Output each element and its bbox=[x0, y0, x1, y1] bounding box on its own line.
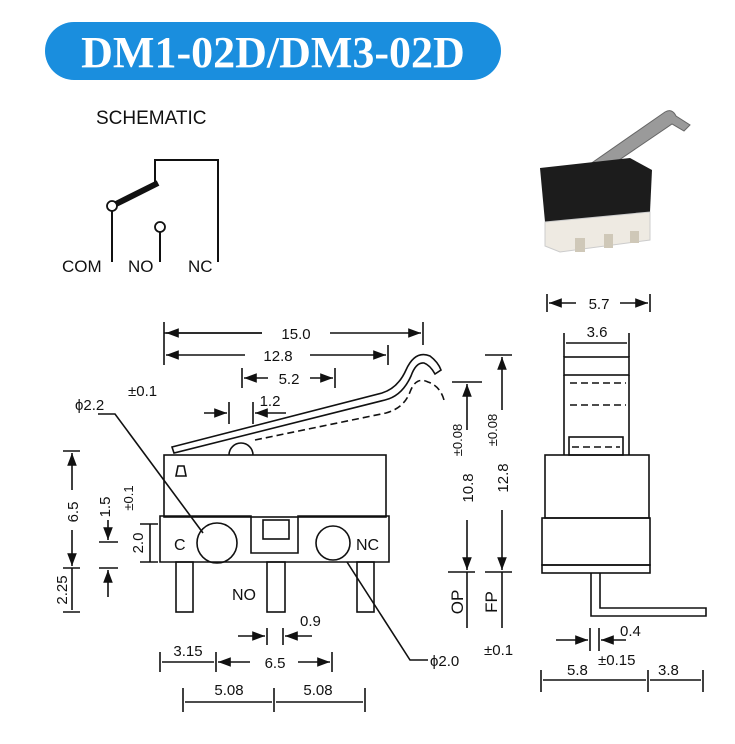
dim-hole-height: 2.0 bbox=[130, 533, 147, 554]
side-dimensions: 5.7 3.6 0.4 5.8 ±0.15 3.8 bbox=[540, 294, 704, 692]
pin-label-nc: NC bbox=[356, 537, 379, 554]
side-view bbox=[541, 356, 707, 617]
dim-hole-small-tol: ±0.1 bbox=[484, 642, 513, 659]
product-photo bbox=[540, 110, 691, 253]
dim-body-height: 6.5 bbox=[65, 502, 82, 523]
photo-pin bbox=[604, 234, 613, 248]
switch-body bbox=[163, 454, 387, 518]
dim-pin-thickness: 0.4 bbox=[620, 623, 641, 640]
dim-hole-height-tol: ±0.1 bbox=[121, 485, 136, 510]
dim-pin-offset: 5.8 bbox=[567, 662, 588, 679]
photo-body bbox=[540, 158, 652, 222]
dim-overall-length: 15.0 bbox=[281, 326, 310, 343]
dim-hole-spacing: 6.5 bbox=[265, 655, 286, 672]
front-view: C NO NC bbox=[159, 353, 445, 613]
side-body-lower bbox=[541, 517, 651, 566]
dim-roller-position: 5.2 bbox=[279, 371, 300, 388]
pin-nc bbox=[356, 561, 375, 613]
direction-mark bbox=[175, 465, 187, 477]
dim-hole-large: ϕ2.2 bbox=[75, 397, 104, 414]
roller bbox=[228, 442, 254, 456]
dim-op-tol: ±0.08 bbox=[450, 424, 465, 456]
dim-pin-offset-tol: ±0.15 bbox=[598, 652, 635, 669]
title-pill bbox=[45, 22, 501, 80]
pin-label-c: C bbox=[174, 537, 186, 554]
no-contact bbox=[154, 221, 166, 233]
pin-no bbox=[266, 561, 286, 613]
side-body-upper bbox=[544, 454, 650, 519]
dim-hole-edge: 3.15 bbox=[173, 643, 202, 660]
dim-plunger-width: 3.6 bbox=[587, 324, 608, 341]
mounting-hole-large bbox=[196, 522, 238, 564]
plunger-guide bbox=[568, 436, 624, 456]
com-contact bbox=[106, 200, 118, 212]
photo-pin bbox=[575, 238, 585, 252]
switch-arm bbox=[110, 180, 160, 209]
dim-fp-height: 12.8 bbox=[495, 463, 512, 492]
dim-op-height: 10.8 bbox=[460, 473, 477, 502]
dim-fp-tol: ±0.08 bbox=[485, 414, 500, 446]
dim-hole-offset: 1.5 bbox=[97, 497, 114, 518]
side-base-strip bbox=[541, 564, 651, 574]
schematic-label-nc: NC bbox=[188, 257, 213, 276]
dim-lever-length: 12.8 bbox=[263, 348, 292, 365]
nc-wire bbox=[154, 159, 219, 262]
schematic-label-no: NO bbox=[128, 257, 154, 276]
op-label: OP bbox=[448, 590, 467, 615]
dim-pin-length: 2.25 bbox=[54, 575, 71, 604]
product-title: DM1-02D/DM3-02D bbox=[81, 28, 465, 77]
dim-pin-bend: 3.8 bbox=[658, 662, 679, 679]
side-pin bbox=[590, 573, 707, 617]
mounting-hole-small bbox=[315, 525, 351, 561]
lever-travel-outline bbox=[254, 379, 445, 441]
dim-roller-offset: 1.2 bbox=[260, 393, 281, 410]
schematic-label-com: COM bbox=[62, 257, 102, 276]
fp-label: FP bbox=[482, 591, 501, 613]
front-dimensions: 15.0 12.8 5.2 1.2 ϕ2.2 ±0.1 ϕ2.0 ±0.1 6.… bbox=[54, 322, 513, 712]
dim-overall-width: 5.7 bbox=[589, 296, 610, 313]
photo-pin bbox=[630, 231, 639, 243]
schematic: SCHEMATIC COM NO NC bbox=[62, 108, 219, 276]
switch-base bbox=[159, 515, 390, 563]
pin-c bbox=[175, 561, 194, 613]
dim-hole-small: ϕ2.0 bbox=[430, 653, 459, 670]
actuator-lever bbox=[170, 353, 442, 454]
dim-pin-width: 0.9 bbox=[300, 613, 321, 630]
dim-pin-pitch-right: 5.08 bbox=[303, 682, 332, 699]
pin-label-no: NO bbox=[232, 587, 256, 604]
plunger-top bbox=[563, 356, 630, 376]
dim-hole-large-tol: ±0.1 bbox=[128, 383, 157, 400]
plunger-sides bbox=[563, 375, 630, 455]
window-slot bbox=[262, 519, 290, 540]
title-banner: DM1-02D/DM3-02D bbox=[45, 22, 501, 80]
schematic-heading: SCHEMATIC bbox=[96, 108, 206, 129]
dim-pin-pitch-left: 5.08 bbox=[214, 682, 243, 699]
